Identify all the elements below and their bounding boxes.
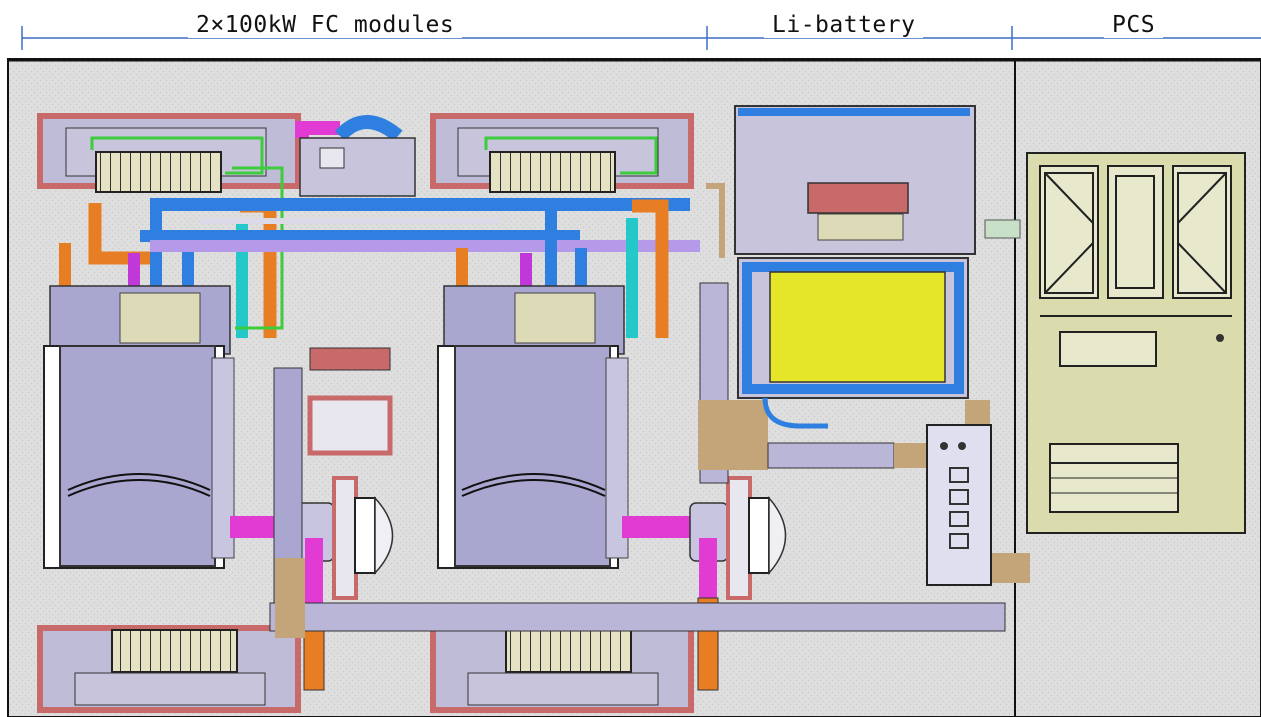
fc1-bottom-radiator: [37, 625, 301, 713]
coolant-header-pipe: [150, 198, 690, 211]
fc2-top-radiator: [430, 113, 694, 193]
fc2-stack: [454, 345, 611, 567]
fc-module-2: [430, 113, 787, 713]
fc1-stack: [59, 345, 216, 567]
pcs-label: PCS: [1104, 12, 1164, 38]
fc1-top-radiator: [37, 113, 301, 193]
dimension-lines: [21, 26, 1261, 50]
dimension-header: 2×100kW FC modules Li-battery PCS: [0, 0, 1261, 58]
battery-junction-box: [926, 424, 992, 586]
fc2-air-blower: [689, 476, 787, 600]
fc2-heat-exchanger: [489, 151, 616, 193]
pcs-cabinet: [1026, 152, 1246, 534]
floor-rails: [269, 282, 1030, 638]
fc-modules-label: 2×100kW FC modules: [188, 12, 463, 38]
li-battery-label: Li-battery: [764, 12, 924, 38]
center-junction-box: [307, 395, 393, 456]
fc1-heat-exchanger: [95, 151, 222, 193]
hydrogen-header-pipe: [150, 240, 700, 252]
fc-module-1: [37, 113, 394, 713]
center-manifold: [140, 115, 700, 619]
fc2-bottom-radiator: [430, 625, 694, 713]
battery-pack: [769, 271, 946, 383]
container-layout-drawing: [7, 58, 1261, 717]
pcs-control-panel: [1059, 331, 1157, 367]
li-battery-rack: [706, 105, 1021, 429]
battery-bms-box: [807, 182, 909, 214]
